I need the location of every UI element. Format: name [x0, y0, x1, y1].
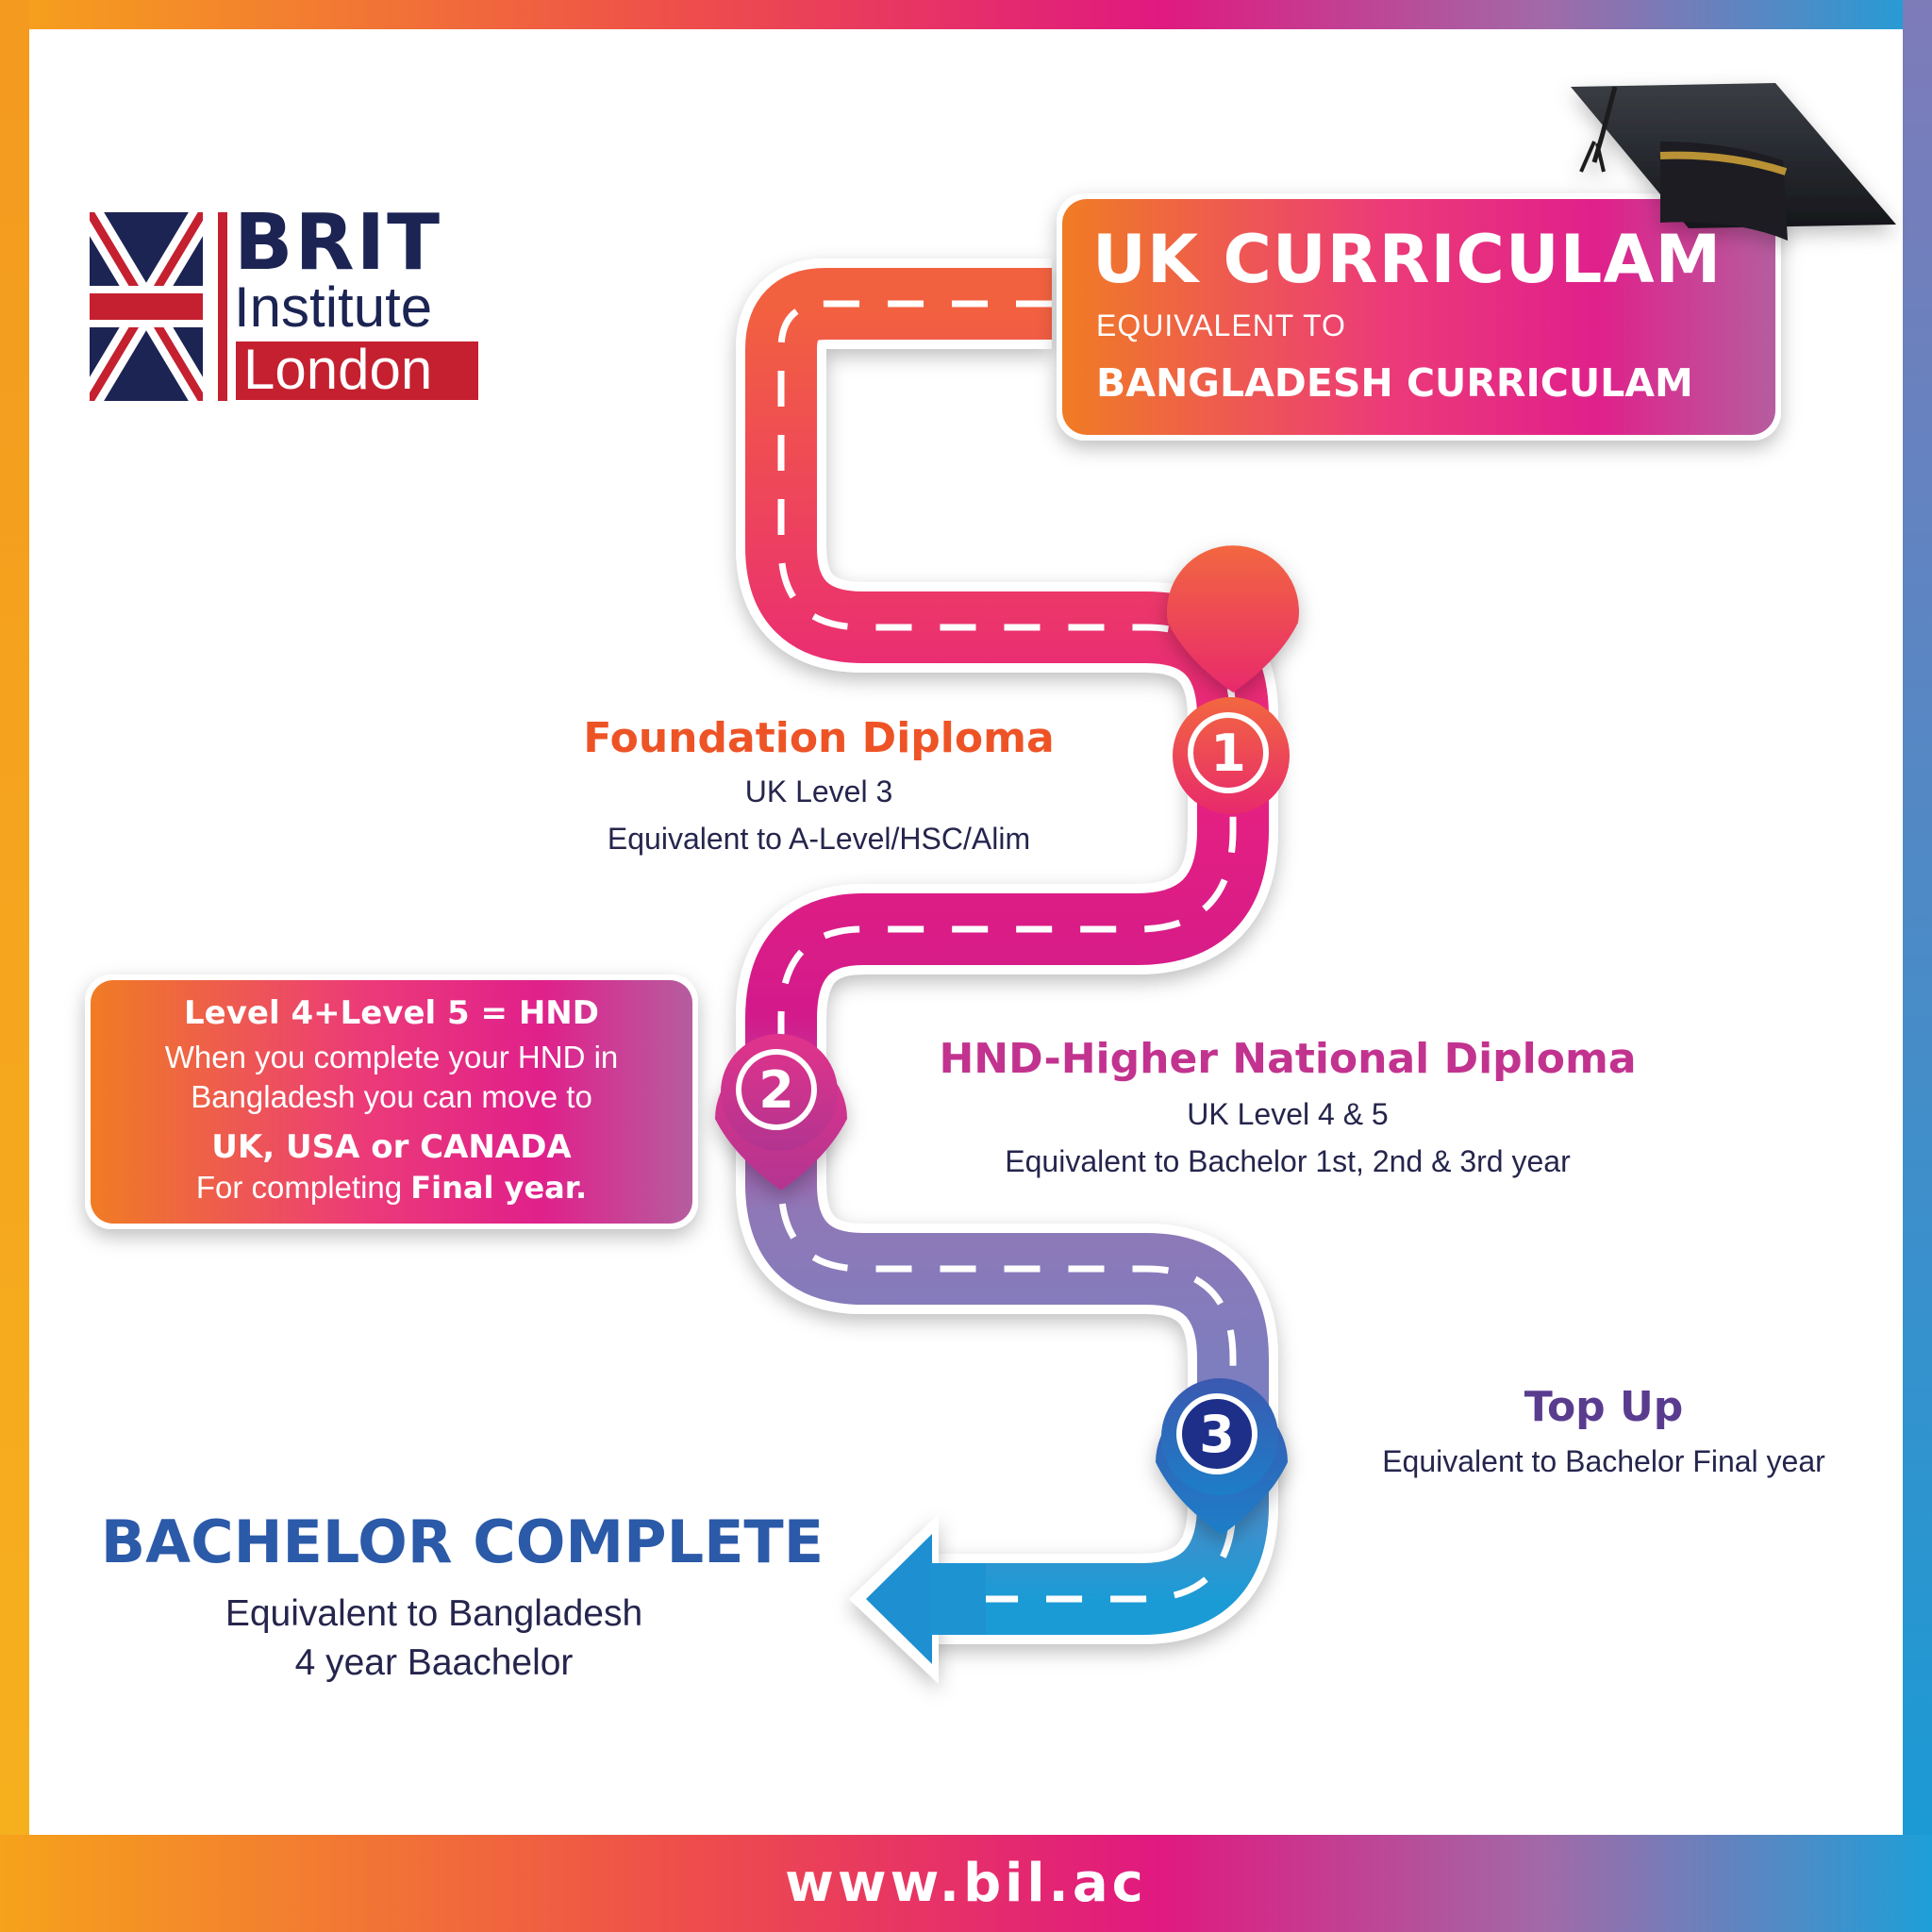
hnd-box-line-5-bold: Final year.: [410, 1170, 588, 1206]
hnd-box-line-3: Bangladesh you can move to: [191, 1079, 592, 1114]
hnd-box-heading: Level 4+Level 5 = HND: [184, 994, 599, 1032]
brand-name-brit: BRIT: [234, 198, 442, 288]
logo-divider: [218, 212, 227, 401]
step-3-line-1: Equivalent to Bachelor Final year: [1382, 1444, 1825, 1478]
footer-url-link[interactable]: www.bil.ac: [785, 1853, 1147, 1914]
hero-title-2: BANGLADESH CURRICULAM: [1096, 360, 1693, 406]
brand-name-institute: Institute: [234, 275, 433, 339]
hnd-box-line-2: When you complete your HND in: [164, 1040, 619, 1074]
step-2-line-2: Equivalent to Bachelor 1st, 2nd & 3rd ye…: [1005, 1144, 1571, 1178]
hero-title: UK CURRICULAM: [1092, 221, 1723, 298]
step-3-number: 3: [1176, 1393, 1257, 1474]
step-2-line-1: UK Level 4 & 5: [1187, 1097, 1389, 1131]
union-jack-flag-icon: [78, 206, 214, 408]
final-line-2: 4 year Baachelor: [294, 1642, 574, 1683]
brand-name-london: London: [243, 338, 433, 401]
hnd-box-line-5-regular: For completing: [195, 1170, 403, 1205]
final-line-1: Equivalent to Bangladesh: [225, 1593, 643, 1634]
step-2-number: 2: [736, 1049, 817, 1130]
brand-london-bar: [236, 341, 478, 400]
hnd-box-background: [91, 980, 692, 1224]
step-1-number: 1: [1188, 712, 1269, 793]
step-2-title: HND-Higher National Diploma: [939, 1035, 1637, 1083]
hnd-box-line-5: For completing Final year.: [91, 1168, 692, 1208]
step-1-line-1: UK Level 3: [744, 774, 893, 808]
final-title: BACHELOR COMPLETE: [100, 1507, 824, 1576]
hero-subtitle: EQUIVALENT TO: [1096, 308, 1346, 342]
step-1-title: Foundation Diploma: [583, 714, 1055, 762]
step-1-line-2: Equivalent to A-Level/HSC/Alim: [607, 822, 1031, 856]
footer-bar: [0, 1835, 1932, 1932]
step-3-title: Top Up: [1524, 1383, 1684, 1431]
graduation-cap-icon: [1571, 83, 1896, 241]
hnd-box-countries: UK, USA or CANADA: [211, 1128, 572, 1166]
pin-1-icon: [1167, 545, 1299, 692]
